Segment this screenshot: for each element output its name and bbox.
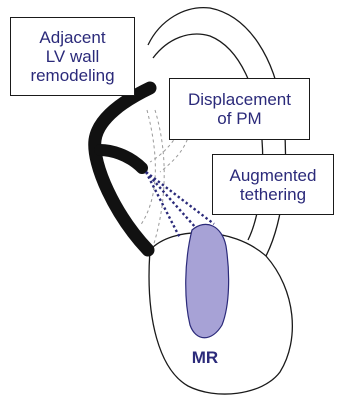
label-line: tethering: [240, 185, 306, 204]
label-augmented-tethering: Augmented tethering: [212, 154, 334, 215]
label-displacement-pm: Displacement of PM: [169, 78, 310, 140]
tethering-chord-1: [146, 172, 196, 228]
tethering-chord-2: [146, 172, 214, 224]
label-line: Augmented: [230, 166, 317, 185]
papillary-muscle: [100, 150, 142, 168]
mr-jet: [186, 224, 229, 337]
label-line: remodeling: [30, 66, 114, 85]
label-line: Adjacent: [39, 28, 105, 47]
tethering-chord-3: [146, 172, 180, 238]
label-line: of PM: [217, 109, 261, 128]
label-line: LV wall: [46, 47, 100, 66]
label-line: Displacement: [188, 90, 291, 109]
mr-label: MR: [180, 348, 230, 368]
label-lv-wall-remodeling: Adjacent LV wall remodeling: [10, 17, 135, 96]
